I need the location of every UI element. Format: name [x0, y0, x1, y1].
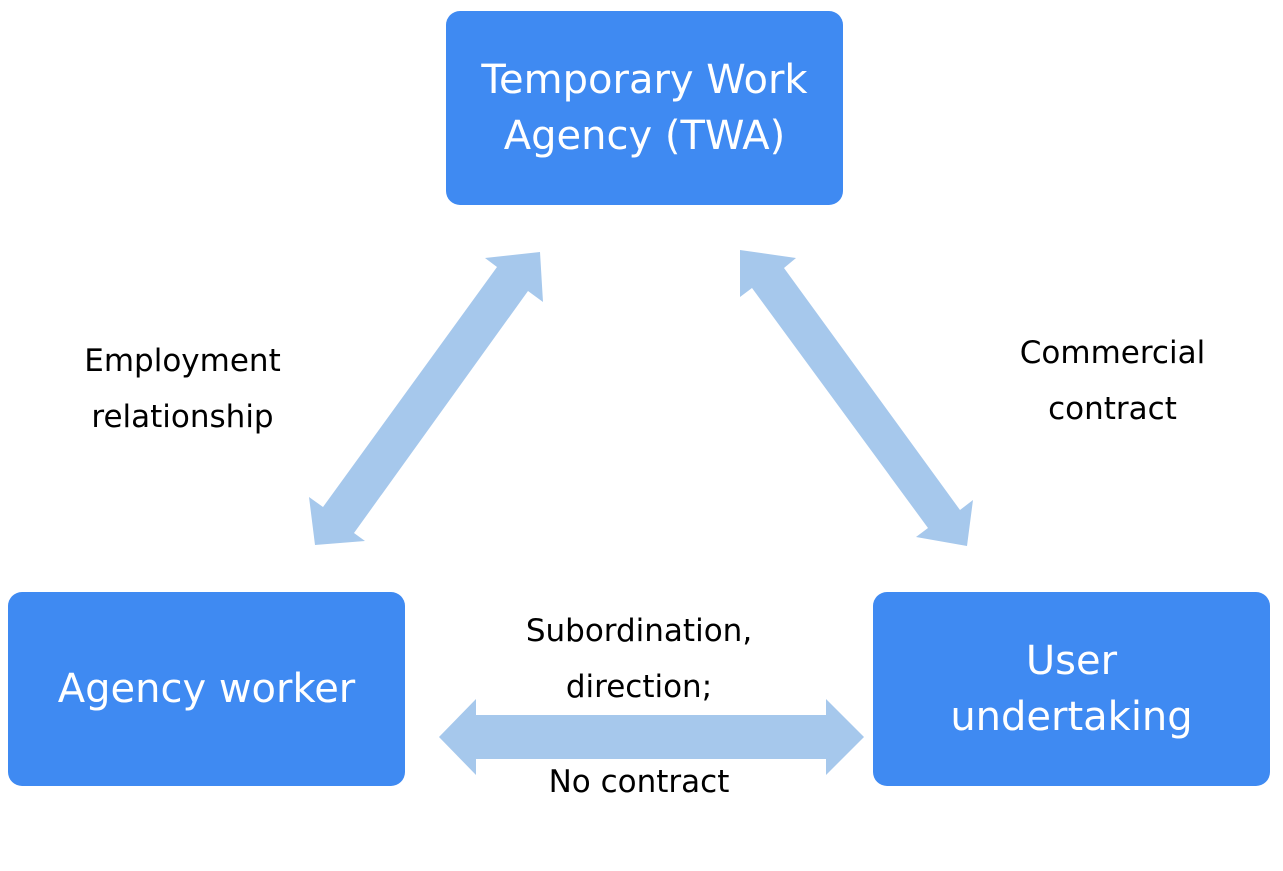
employment-relationship-label: Employment relationship: [84, 343, 281, 435]
node-user-undertaking: User undertaking: [873, 592, 1270, 786]
node-user-label: User undertaking: [950, 638, 1193, 740]
node-twa-label: Temporary Work Agency (TWA): [481, 57, 808, 159]
node-worker-label: Agency worker: [57, 666, 356, 712]
node-temporary-work-agency: Temporary Work Agency (TWA): [446, 11, 843, 205]
arrow-subordination: [439, 699, 864, 775]
subordination-direction-label: Subordination, direction;: [525, 613, 753, 705]
commercial-contract-label: Commercial contract: [1019, 335, 1206, 427]
no-contract-label: No contract: [548, 764, 730, 800]
arrow-commercial: [740, 250, 973, 546]
node-agency-worker: Agency worker: [8, 592, 405, 786]
arrow-employment: [309, 252, 543, 545]
